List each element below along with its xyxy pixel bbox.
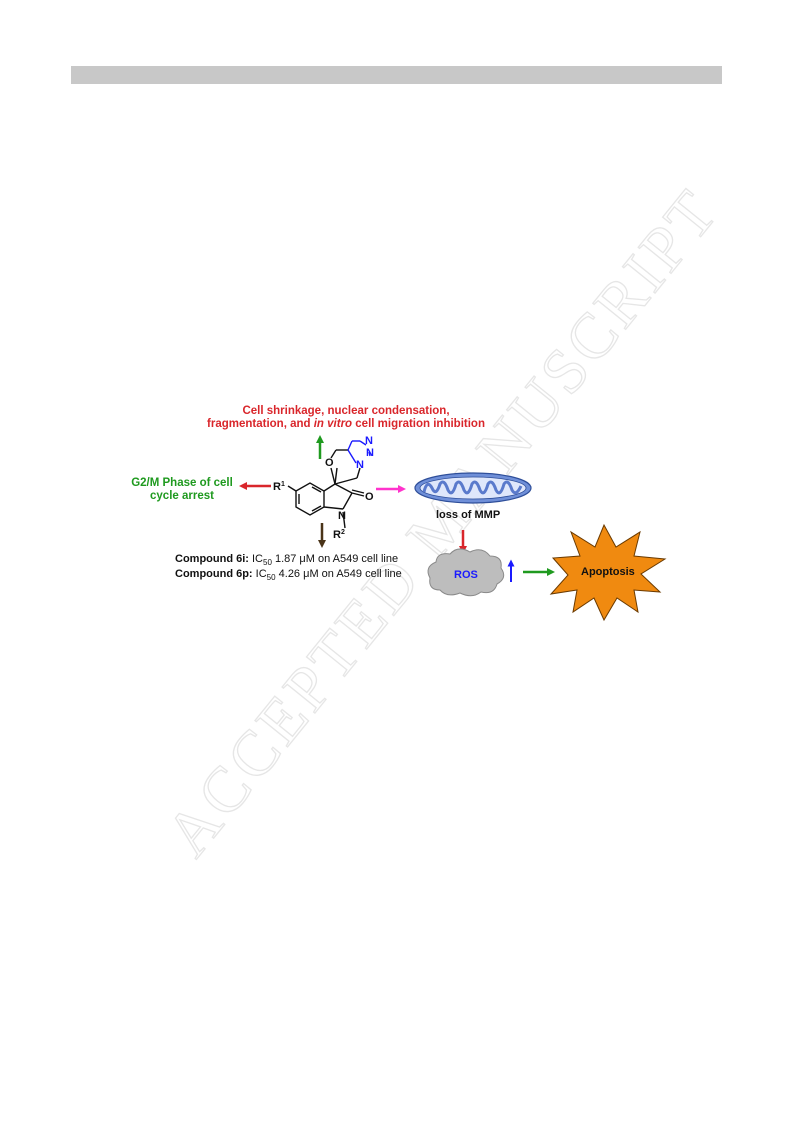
effects-title-line1: Cell shrinkage, nuclear condensation, xyxy=(242,405,450,417)
mmp-label: loss of MMP xyxy=(436,509,501,521)
chemical-structure xyxy=(287,449,365,529)
atom-n2: N xyxy=(366,447,374,459)
effects-title: Cell shrinkage, nuclear condensation, fr… xyxy=(196,405,496,431)
apoptosis-star-icon xyxy=(549,523,667,622)
compound-6p-value: 4.26 μM on A549 cell line xyxy=(278,568,402,580)
atom-o-carbonyl: O xyxy=(365,491,374,503)
cell-cycle-line2: cycle arrest xyxy=(150,490,214,502)
header-bar xyxy=(71,66,722,84)
effects-title-line2a: fragmentation, and xyxy=(207,418,314,430)
atom-r1: R1 xyxy=(273,481,285,493)
compound-6i-sub: 50 xyxy=(263,558,272,568)
atom-n-indole: N xyxy=(338,510,346,522)
compound-6i-line: Compound 6i: IC50 1.87 μM on A549 cell l… xyxy=(175,553,398,569)
atom-n3: N xyxy=(365,435,373,447)
effects-title-line2b: cell migration inhibition xyxy=(352,418,485,430)
atom-r2: R2 xyxy=(333,529,345,541)
ros-cloud-icon xyxy=(427,548,505,597)
compound-6i-ic: IC xyxy=(252,553,263,565)
ros-label: ROS xyxy=(454,569,478,581)
atom-n1: N xyxy=(356,459,364,471)
apoptosis-label: Apoptosis xyxy=(581,566,635,578)
mitochondrion-icon xyxy=(414,472,532,504)
cell-cycle-label: G2/M Phase of cell cycle arrest xyxy=(126,477,238,503)
compound-6p-ic: IC xyxy=(255,568,267,580)
atom-o-ring: O xyxy=(325,457,334,469)
effects-title-italic: in vitro xyxy=(313,418,353,430)
compound-6p-line: Compound 6p: IC50 4.26 μM on A549 cell l… xyxy=(175,568,402,584)
triazole-ring xyxy=(347,440,371,464)
compound-6i-name: Compound 6i: xyxy=(175,553,249,565)
cell-cycle-line1: G2/M Phase of cell xyxy=(131,477,233,489)
compound-6p-name: Compound 6p: xyxy=(175,568,253,580)
compound-6p-sub: 50 xyxy=(266,573,276,583)
compound-6i-value: 1.87 μM on A549 cell line xyxy=(274,553,399,565)
